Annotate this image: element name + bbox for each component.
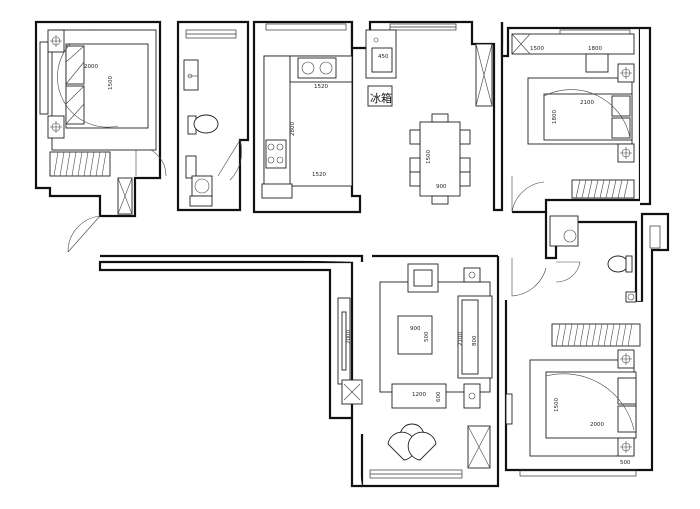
living: 2000 900 500 2100 800 1200 600 [337, 263, 493, 469]
dining: 1500 900 [409, 113, 471, 205]
sofa-depth: 800 [472, 335, 478, 346]
kitchen-bottom-width: 1520 [312, 172, 326, 178]
kitchen: 1520 2800 1520 [261, 55, 353, 199]
kitchen-top-width: 1520 [314, 84, 328, 90]
tv-length: 2000 [346, 330, 352, 344]
ottoman-height: 500 [424, 331, 430, 342]
se-sink [563, 229, 577, 243]
fridge [367, 85, 393, 107]
fridge-area: 冰箱 450 [365, 29, 493, 107]
dining-table-width: 900 [436, 184, 447, 190]
kitchen-side-length: 2800 [290, 122, 296, 136]
ottoman [397, 315, 433, 355]
coffee-table [391, 383, 447, 409]
ottoman-width: 900 [410, 326, 421, 332]
ne-wardrobe [511, 33, 635, 55]
coffee-table-length: 1200 [412, 392, 426, 398]
dining-table-length: 1500 [426, 150, 432, 164]
ne-bedroom: 1500 1800 2100 1800 [511, 33, 635, 199]
se-bottom-label: 500 [620, 460, 631, 466]
nw-toilet [193, 114, 219, 134]
ne-chair [585, 53, 609, 73]
ne-bed-width: 2100 [580, 100, 594, 106]
ne-top-label: 1500 [530, 46, 544, 52]
se-bedroom: 1500 2000 500 [505, 323, 641, 466]
nw-bed-width: 2000 [84, 64, 98, 70]
kitchen-sink [297, 57, 337, 79]
nw-bathroom [183, 59, 219, 207]
ne-dresser [571, 179, 635, 199]
kitchen-stove [265, 139, 287, 169]
fridge-cabinet-label: 450 [378, 54, 389, 60]
fridge-label: 冰箱 [370, 91, 392, 105]
nw-bedroom: 2000 1500 [39, 29, 157, 215]
lounge-chair-right [407, 431, 437, 461]
windows [89, 23, 661, 479]
ne-wardrobe-label: 1800 [588, 46, 602, 52]
se-bathroom [549, 215, 637, 303]
ne-bed-length: 1800 [552, 110, 558, 124]
se-bed-width: 2000 [590, 422, 604, 428]
sofa-length: 2100 [458, 332, 464, 346]
doors [67, 139, 581, 297]
se-toilet [607, 255, 629, 273]
coffee-table-width: 600 [436, 391, 442, 402]
nw-bed-length: 1500 [108, 76, 114, 90]
se-bed-length: 1500 [554, 398, 560, 412]
